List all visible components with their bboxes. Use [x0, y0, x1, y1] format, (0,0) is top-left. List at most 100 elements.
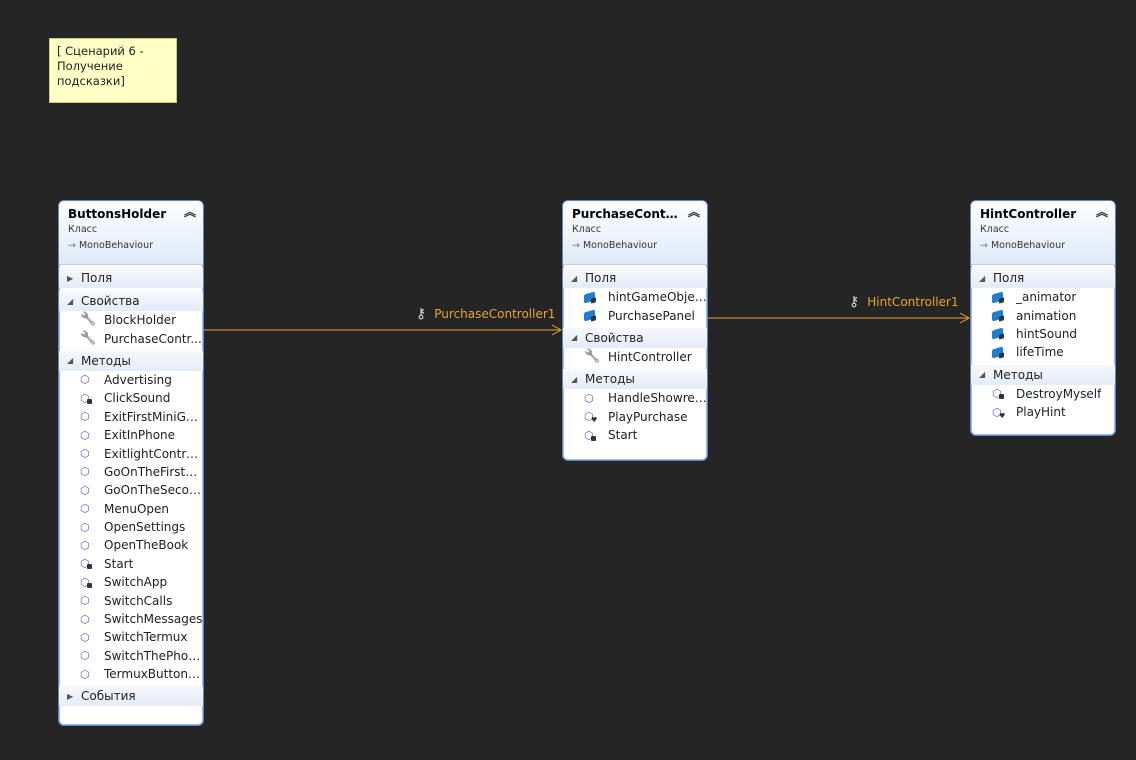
method-row[interactable]: ⬡SwitchThePhone: [59, 647, 203, 665]
method-name: Start: [104, 556, 134, 571]
section-properties[interactable]: ◢Свойства: [563, 327, 707, 348]
method-row[interactable]: ⬡GoOnTheFirstFl...: [59, 463, 203, 481]
property-row[interactable]: 🔧BlockHolder: [59, 311, 203, 329]
method-cube-icon: ⬡: [584, 391, 594, 405]
method-cube-icon: ⬡: [80, 502, 90, 516]
collapse-chevron-icon[interactable]: ︽: [1095, 205, 1108, 219]
method-name: ClickSound: [104, 391, 171, 406]
method-cube-icon: ⬡: [80, 612, 90, 626]
method-name: MenuOpen: [104, 501, 169, 516]
property-row[interactable]: 🔧HintController: [563, 348, 707, 366]
method-name: ExitFirstMiniGa...: [104, 409, 203, 424]
class-kind: Класс: [980, 224, 1010, 235]
method-name: OpenTheBook: [104, 538, 189, 553]
method-row[interactable]: ⬡TermuxButtonC...: [59, 665, 203, 683]
expand-arrow-icon: ▶: [67, 691, 74, 701]
field-list: _animator animation hintSound lifeTime: [971, 288, 1115, 362]
class-box-hintcontroller[interactable]: HintController Класс ⇾ MonoBehaviour ︽ ◢…: [970, 200, 1116, 436]
method-row[interactable]: ⬡SwitchApp: [59, 573, 203, 591]
field-row[interactable]: _animator: [971, 288, 1115, 306]
collapse-chevron-icon[interactable]: ︽: [183, 205, 196, 219]
field-icon: [992, 346, 1016, 359]
collapse-arrow-icon: ◢: [67, 356, 74, 366]
class-box-buttonsholder[interactable]: ButtonsHolder Класс ⇾ MonoBehaviour ︽ ▶П…: [58, 200, 204, 726]
wrench-icon: 🔧: [80, 312, 97, 328]
class-box-purchasecontroller[interactable]: PurchaseContro... Класс ⇾ MonoBehaviour …: [562, 200, 708, 461]
method-name: GoOnTheSecon...: [104, 483, 203, 498]
method-name: Advertising: [104, 372, 172, 387]
method-row[interactable]: ⬡ MenuOpen: [59, 500, 203, 518]
association-label-hint[interactable]: ⚷ HintController1: [849, 294, 959, 310]
collapse-chevron-icon[interactable]: ︽: [687, 205, 700, 219]
field-name: animation: [1016, 308, 1077, 323]
section-methods[interactable]: ◢Методы: [971, 364, 1115, 385]
method-name: SwitchApp: [104, 575, 168, 590]
section-label: Поля: [993, 271, 1025, 285]
method-name: Start: [608, 428, 638, 443]
association-label-hint-text: HintController1: [867, 295, 959, 309]
method-row[interactable]: ⬡ClickSound: [59, 389, 203, 407]
method-row[interactable]: ⬡SwitchTermux: [59, 628, 203, 646]
property-list: 🔧HintController: [563, 348, 707, 366]
section-properties[interactable]: ◢Свойства: [59, 291, 203, 311]
class-kind: Класс: [68, 224, 98, 235]
wrench-icon: 🔧: [80, 330, 97, 346]
property-row[interactable]: 🔧PurchaseContr...: [59, 329, 203, 347]
section-methods[interactable]: ◢ Методы: [59, 350, 203, 371]
method-cube-icon: ⬡: [80, 428, 90, 442]
section-label: Методы: [585, 372, 635, 387]
class-base: ⇾ MonoBehaviour: [980, 240, 1107, 252]
section-fields[interactable]: ◢Поля: [563, 268, 707, 288]
collapse-arrow-icon: ◢: [571, 273, 578, 283]
collapse-arrow-icon: ◢: [571, 374, 578, 384]
method-cube-icon: ⬡: [80, 649, 90, 663]
field-name: lifeTime: [1016, 345, 1064, 360]
field-icon: [992, 309, 1016, 322]
class-base-name: MonoBehaviour: [582, 240, 658, 251]
method-name: ExitInPhone: [104, 428, 176, 443]
method-row[interactable]: ⬡ ExitInPhone: [59, 426, 203, 444]
association-label-purchase[interactable]: ⚷ PurchaseController1: [416, 306, 555, 322]
method-cube-icon: ⬡: [584, 430, 608, 441]
method-row[interactable]: ⬡ExitFirstMiniGa...: [59, 408, 203, 426]
section-label: Методы: [81, 353, 131, 368]
section-fields[interactable]: ◢ Поля: [971, 268, 1115, 288]
class-header: PurchaseContro... Класс ⇾ MonoBehaviour …: [563, 201, 707, 265]
method-name: PlayHint: [1016, 405, 1066, 420]
method-cube-icon: ⬡: [80, 538, 90, 552]
method-row[interactable]: ⬡DestroyMyself: [971, 385, 1115, 403]
method-cube-icon: ⬡: [80, 667, 90, 681]
method-row[interactable]: ⬡♥PlayHint: [971, 403, 1115, 421]
method-cube-icon: ⬡: [80, 373, 90, 387]
association-arrowhead-hint: [959, 312, 971, 324]
field-icon: [584, 309, 608, 322]
field-row[interactable]: hintSound: [971, 325, 1115, 343]
method-list: ⬡HandleShowres...⬡♥PlayPurchase⬡Start: [563, 389, 707, 444]
field-icon: [584, 291, 608, 304]
field-row[interactable]: hintGameObjects: [563, 288, 707, 306]
method-row[interactable]: ⬡Start: [59, 555, 203, 573]
method-row[interactable]: ⬡ OpenTheBook: [59, 536, 203, 554]
method-row[interactable]: ⬡GoOnTheSecon...: [59, 481, 203, 499]
method-cube-icon: ⬡: [80, 558, 104, 570]
method-row[interactable]: ⬡SwitchMessages: [59, 610, 203, 628]
field-row[interactable]: lifeTime: [971, 343, 1115, 361]
method-cube-icon: ⬡: [80, 393, 104, 404]
method-name: SwitchCalls: [104, 593, 173, 608]
method-cube-icon: ⬡: [992, 388, 1016, 400]
section-fields[interactable]: ▶Поля: [59, 268, 203, 288]
method-row[interactable]: ⬡SwitchCalls: [59, 591, 203, 609]
method-name: DestroyMyself: [1016, 386, 1102, 401]
field-row[interactable]: animation: [971, 306, 1115, 324]
method-row[interactable]: ⬡HandleShowres...: [563, 389, 707, 407]
section-events[interactable]: ▶События: [59, 686, 203, 707]
method-row[interactable]: ⬡♥PlayPurchase: [563, 408, 707, 426]
method-row[interactable]: ⬡Start: [563, 426, 707, 444]
collapse-arrow-icon: ◢: [979, 273, 986, 283]
method-row[interactable]: ⬡OpenSettings: [59, 518, 203, 536]
field-row[interactable]: PurchasePanel: [563, 306, 707, 324]
section-methods[interactable]: ◢ Методы: [563, 369, 707, 390]
method-row[interactable]: ⬡ExitlightControl...: [59, 444, 203, 462]
method-row[interactable]: ⬡ Advertising: [59, 371, 203, 389]
method-cube-icon: ⬡: [80, 447, 90, 461]
